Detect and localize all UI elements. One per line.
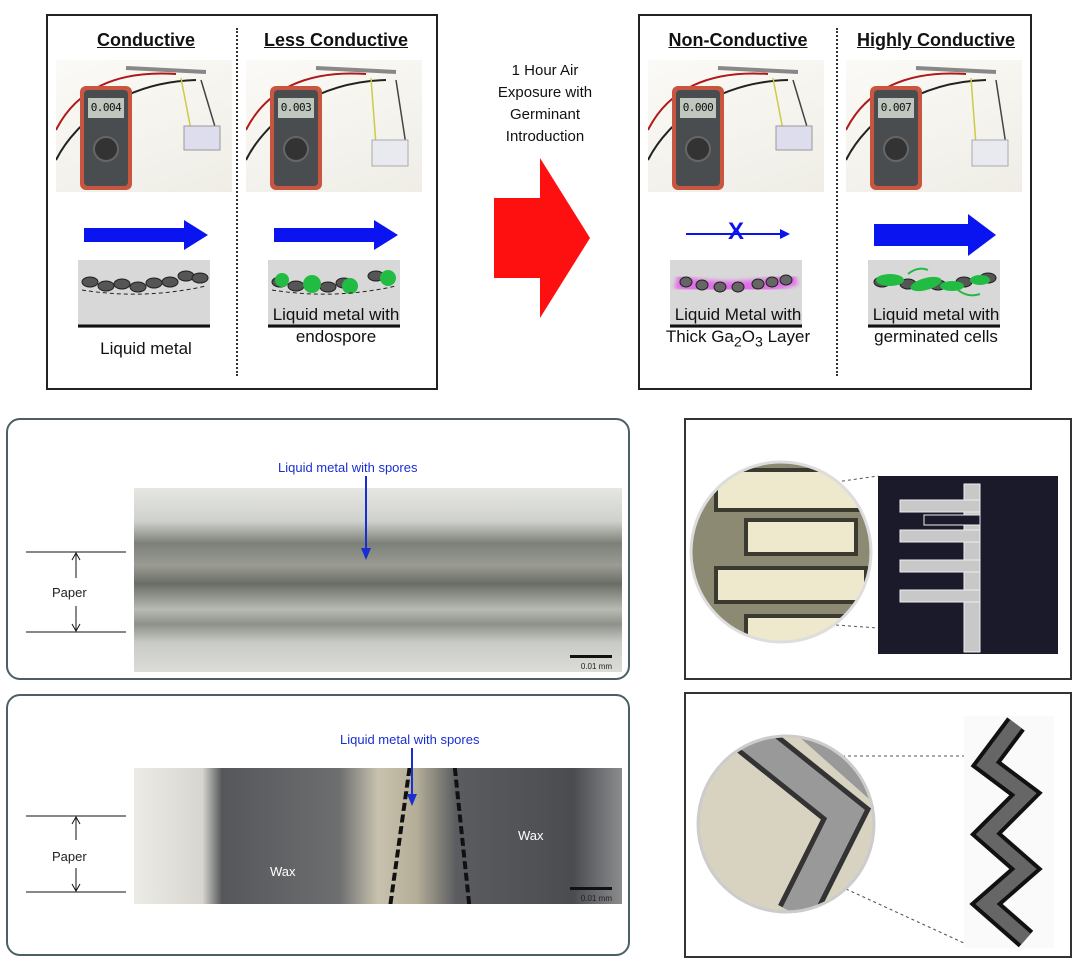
multimeter-photo: 0.007 <box>846 60 1022 192</box>
multimeter: 0.007 <box>870 86 922 190</box>
cell-title: Non-Conductive <box>668 30 808 50</box>
multimeter-dial <box>93 136 119 162</box>
micrograph-2: Wax Wax 0.01 mm <box>134 768 622 904</box>
test-leads <box>246 66 409 167</box>
cell-caption: Liquid metal with germinated cells <box>838 304 1034 348</box>
big-red-arrow <box>494 158 590 318</box>
multimeter-photo: 0.000 <box>648 60 824 192</box>
multimeter-dial <box>283 136 309 162</box>
cell-caption: Liquid metal with endospore <box>238 304 434 348</box>
spores-label: Liquid metal with spores <box>278 460 418 475</box>
dashed-boundary-right <box>452 768 478 904</box>
cell-less-conductive: Less Conductive 0.003 Liquid metal with e… <box>238 16 434 392</box>
cell-title: Highly Conductive <box>856 30 1015 50</box>
multimeter: 0.004 <box>80 86 132 190</box>
scale-bar-label: 0.01 mm <box>580 662 612 671</box>
spores-label: Liquid metal with spores <box>340 732 480 747</box>
multimeter-reading: 0.000 <box>680 98 716 118</box>
spores-pointer-arrow <box>361 476 371 560</box>
cell-conductive: Conductive 0.004 Liquid metal <box>48 16 244 392</box>
caption-line: Thick Ga2O3 Layer <box>640 326 836 353</box>
conductive-states-panel: Conductive 0.004 Liquid metal Less Condu… <box>46 14 438 390</box>
spores-pointer-arrow <box>407 748 417 806</box>
cell-non-conductive: Non-Conductive 0.000 X Liquid Metal with… <box>640 16 836 392</box>
current-flow-arrow <box>274 220 398 250</box>
comb-electrode-panel <box>684 418 1072 680</box>
transition-line: Introduction <box>505 128 585 145</box>
transition-label: 1 Hour Air Exposure with Germinant Intro… <box>470 60 620 148</box>
caption-text: Layer <box>762 327 811 346</box>
micrograph-1: 0.01 mm <box>134 488 622 672</box>
cross-section-panel-2: Wax Wax 0.01 mm Liquid metal with spores… <box>6 694 630 956</box>
multimeter: 0.003 <box>270 86 322 190</box>
transition-line: 1 Hour Air <box>511 62 579 79</box>
multimeter-dial <box>685 136 711 162</box>
caption-line: germinated cells <box>874 327 998 346</box>
caption-line: Liquid metal with <box>872 305 1000 324</box>
multimeter-photo: 0.003 <box>246 60 422 192</box>
scale-bar <box>570 655 612 658</box>
multimeter-reading: 0.004 <box>88 98 124 118</box>
zigzag-electrode-panel <box>684 692 1072 958</box>
multimeter: 0.000 <box>672 86 724 190</box>
multimeter-reading: 0.003 <box>278 98 314 118</box>
transition-line: Germinant <box>509 106 581 123</box>
oxide-layer-diagram <box>670 260 802 328</box>
cell-highly-conductive: Highly Conductive 0.007 Liquid metal wit… <box>838 16 1034 392</box>
scale-bar <box>570 887 612 890</box>
comb-electrode-image <box>689 460 1058 654</box>
cell-title: Less Conductive <box>263 30 409 50</box>
after-exposure-panel: Non-Conductive 0.000 X Liquid Metal with… <box>638 14 1032 390</box>
magnified-view <box>691 462 871 642</box>
paper-label: Paper <box>52 585 87 600</box>
cell-title: Conductive <box>96 30 195 50</box>
paper-label: Paper <box>52 849 87 864</box>
blocked-current-arrow <box>686 229 790 239</box>
strong-current-arrow <box>874 214 996 256</box>
wax-label-left: Wax <box>270 864 296 879</box>
current-flow-arrow <box>84 220 208 250</box>
test-leads <box>56 66 221 161</box>
multimeter-photo: 0.004 <box>56 60 232 192</box>
magnified-view <box>698 736 874 912</box>
cell-caption: Liquid metal <box>100 339 192 358</box>
caption-text: O <box>741 327 755 346</box>
paper-dimension-marker <box>26 551 126 633</box>
multimeter-dial <box>883 136 909 162</box>
subscript: 2 <box>733 334 742 351</box>
scale-bar-label: 0.01 mm <box>580 894 612 903</box>
liquid-metal-diagram <box>78 260 210 328</box>
multimeter-reading: 0.007 <box>878 98 914 118</box>
caption-text: Thick Ga <box>665 327 734 346</box>
caption-line: Liquid metal with <box>272 305 400 324</box>
germinated-cells-diagram <box>868 260 1000 328</box>
subscript: 3 <box>755 334 763 351</box>
wax-label-right: Wax <box>518 828 544 843</box>
transition-line: Exposure with <box>497 84 593 101</box>
panel-divider <box>236 28 238 376</box>
panel-divider <box>836 28 838 376</box>
caption-line: Liquid Metal with <box>674 305 802 324</box>
liquid-metal-endospore-diagram <box>268 260 400 328</box>
cross-section-panel-1: 0.01 mm Liquid metal with spores Paper <box>6 418 630 680</box>
blocked-x-mark: X <box>728 218 745 245</box>
caption-line: endospore <box>295 327 377 346</box>
paper-dimension-marker <box>26 815 126 893</box>
zigzag-electrode-image <box>696 716 1054 948</box>
